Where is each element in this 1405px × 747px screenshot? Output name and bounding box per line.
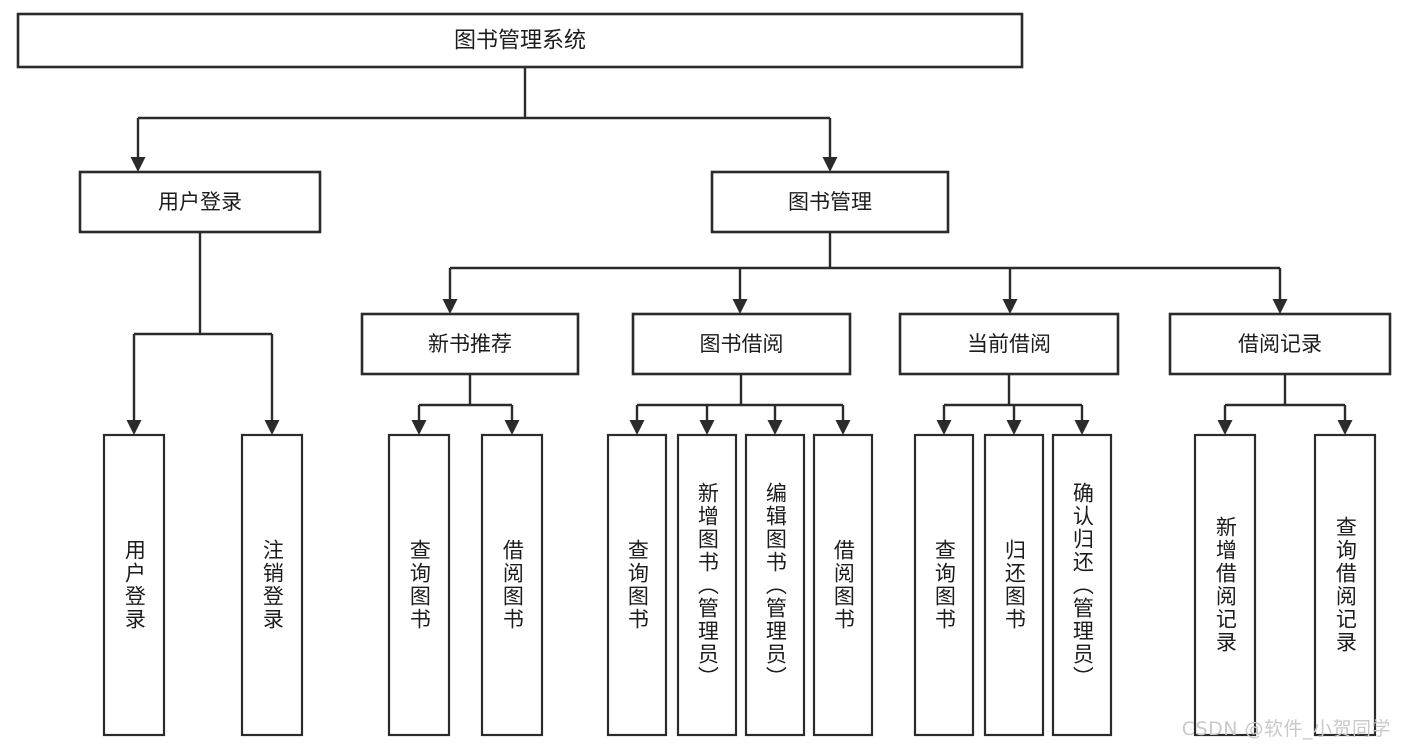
node-box-leaf-borrow-book-1[interactable] xyxy=(480,433,544,737)
root-arrow-0 xyxy=(130,157,146,172)
user-login-arrow-1 xyxy=(264,420,280,435)
connectors-layer xyxy=(126,67,1353,435)
node-box-leaf-logout-login[interactable] xyxy=(240,433,304,737)
watermark-text: CSDN @软件_小贺同学 xyxy=(1181,718,1391,740)
book-borrow-arrow-2 xyxy=(767,420,783,435)
node-box-leaf-confirm-return[interactable] xyxy=(1051,433,1113,737)
node-label-book-management: 图书管理 xyxy=(788,190,872,214)
book-borrow-arrow-3 xyxy=(835,420,851,435)
node-label-new-book-recommend: 新书推荐 xyxy=(428,332,512,356)
node-box-leaf-query-book-1[interactable] xyxy=(387,433,451,737)
new-book-recommend-arrow-0 xyxy=(411,420,427,435)
book-mgmt-arrow-0 xyxy=(442,299,458,314)
node-label-root: 图书管理系统 xyxy=(454,29,586,54)
node-box-borrow-record[interactable] xyxy=(1168,312,1392,376)
current-borrow-arrow-1 xyxy=(1006,420,1022,435)
new-book-recommend-arrow-1 xyxy=(504,420,520,435)
user-login-arrow-0 xyxy=(126,420,142,435)
node-label-user-login: 用户登录 xyxy=(158,190,242,214)
borrow-record-arrow-0 xyxy=(1217,420,1233,435)
node-label-book-borrow: 图书借阅 xyxy=(700,332,784,356)
node-box-leaf-query-borrow-record[interactable] xyxy=(1313,433,1377,737)
node-box-leaf-user-login[interactable] xyxy=(102,433,166,737)
node-box-leaf-return-book[interactable] xyxy=(983,433,1045,737)
node-box-new-book-recommend[interactable] xyxy=(360,312,580,376)
book-mgmt-arrow-1 xyxy=(732,299,748,314)
node-box-user-login[interactable] xyxy=(78,170,322,234)
node-boxes-layer xyxy=(16,12,1392,737)
node-label-current-borrow: 当前借阅 xyxy=(967,332,1051,356)
current-borrow-arrow-2 xyxy=(1074,420,1090,435)
node-box-leaf-query-book-2[interactable] xyxy=(606,433,668,737)
borrow-record-arrow-1 xyxy=(1337,420,1353,435)
current-borrow-arrow-0 xyxy=(936,420,952,435)
node-box-leaf-query-book-3[interactable] xyxy=(913,433,975,737)
book-borrow-arrow-1 xyxy=(699,420,715,435)
node-box-leaf-add-borrow-record[interactable] xyxy=(1193,433,1257,737)
node-box-leaf-borrow-book-2[interactable] xyxy=(812,433,874,737)
node-box-leaf-add-book[interactable] xyxy=(676,433,738,737)
node-box-current-borrow[interactable] xyxy=(898,312,1120,376)
book-mgmt-arrow-3 xyxy=(1272,299,1288,314)
node-box-book-borrow[interactable] xyxy=(631,312,852,376)
root-arrow-1 xyxy=(822,157,838,172)
node-box-book-management[interactable] xyxy=(710,170,950,234)
node-box-leaf-edit-book[interactable] xyxy=(744,433,806,737)
node-box-root[interactable] xyxy=(16,12,1024,69)
book-mgmt-arrow-2 xyxy=(1002,299,1018,314)
node-label-borrow-record: 借阅记录 xyxy=(1238,332,1322,356)
book-borrow-arrow-0 xyxy=(629,420,645,435)
